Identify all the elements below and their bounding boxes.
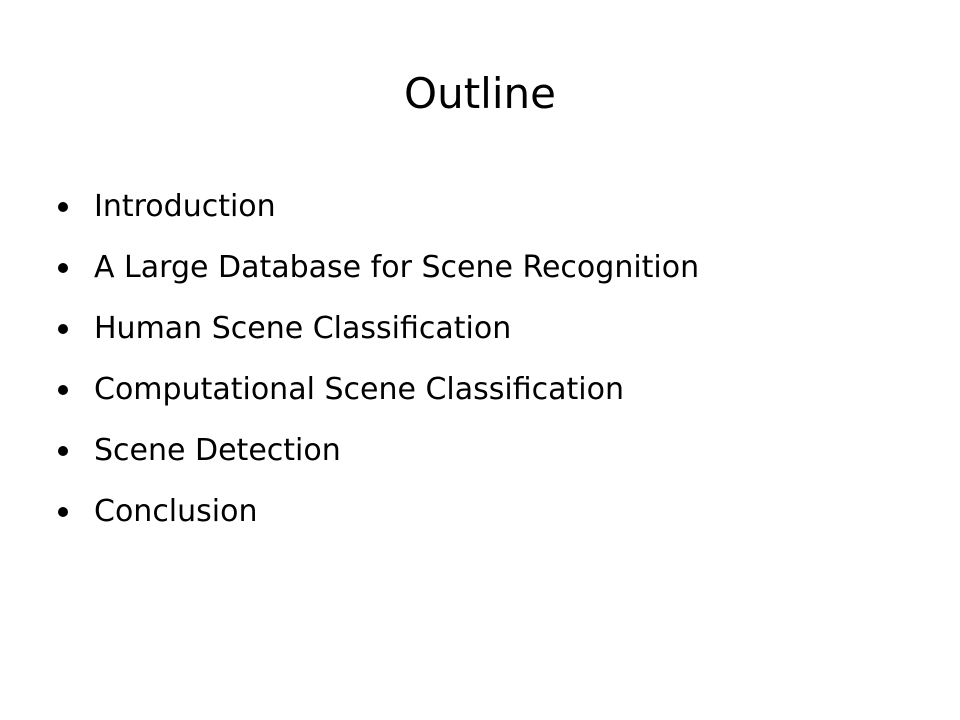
bullet-dot-icon [58, 445, 68, 456]
bullet-text: A Large Database for Scene Recognition [94, 250, 700, 285]
bullet-text: Human Scene Classification [94, 311, 512, 346]
slide-title: Outline [404, 69, 556, 118]
bullet-text: Introduction [94, 189, 276, 224]
bullet-item: Human Scene Classification [58, 298, 699, 359]
bullet-item: A Large Database for Scene Recognition [58, 237, 699, 298]
bullet-list: Introduction A Large Database for Scene … [58, 176, 699, 542]
bullet-item: Computational Scene Classification [58, 359, 699, 420]
bullet-text: Conclusion [94, 494, 258, 529]
bullet-text: Scene Detection [94, 433, 341, 468]
bullet-item: Introduction [58, 176, 699, 237]
bullet-text: Computational Scene Classification [94, 372, 624, 407]
bullet-dot-icon [58, 262, 68, 273]
bullet-item: Scene Detection [58, 420, 699, 481]
bullet-dot-icon [58, 323, 68, 334]
bullet-item: Conclusion [58, 481, 699, 542]
bullet-dot-icon [58, 506, 68, 517]
bullet-dot-icon [58, 201, 68, 212]
bullet-dot-icon [58, 384, 68, 395]
